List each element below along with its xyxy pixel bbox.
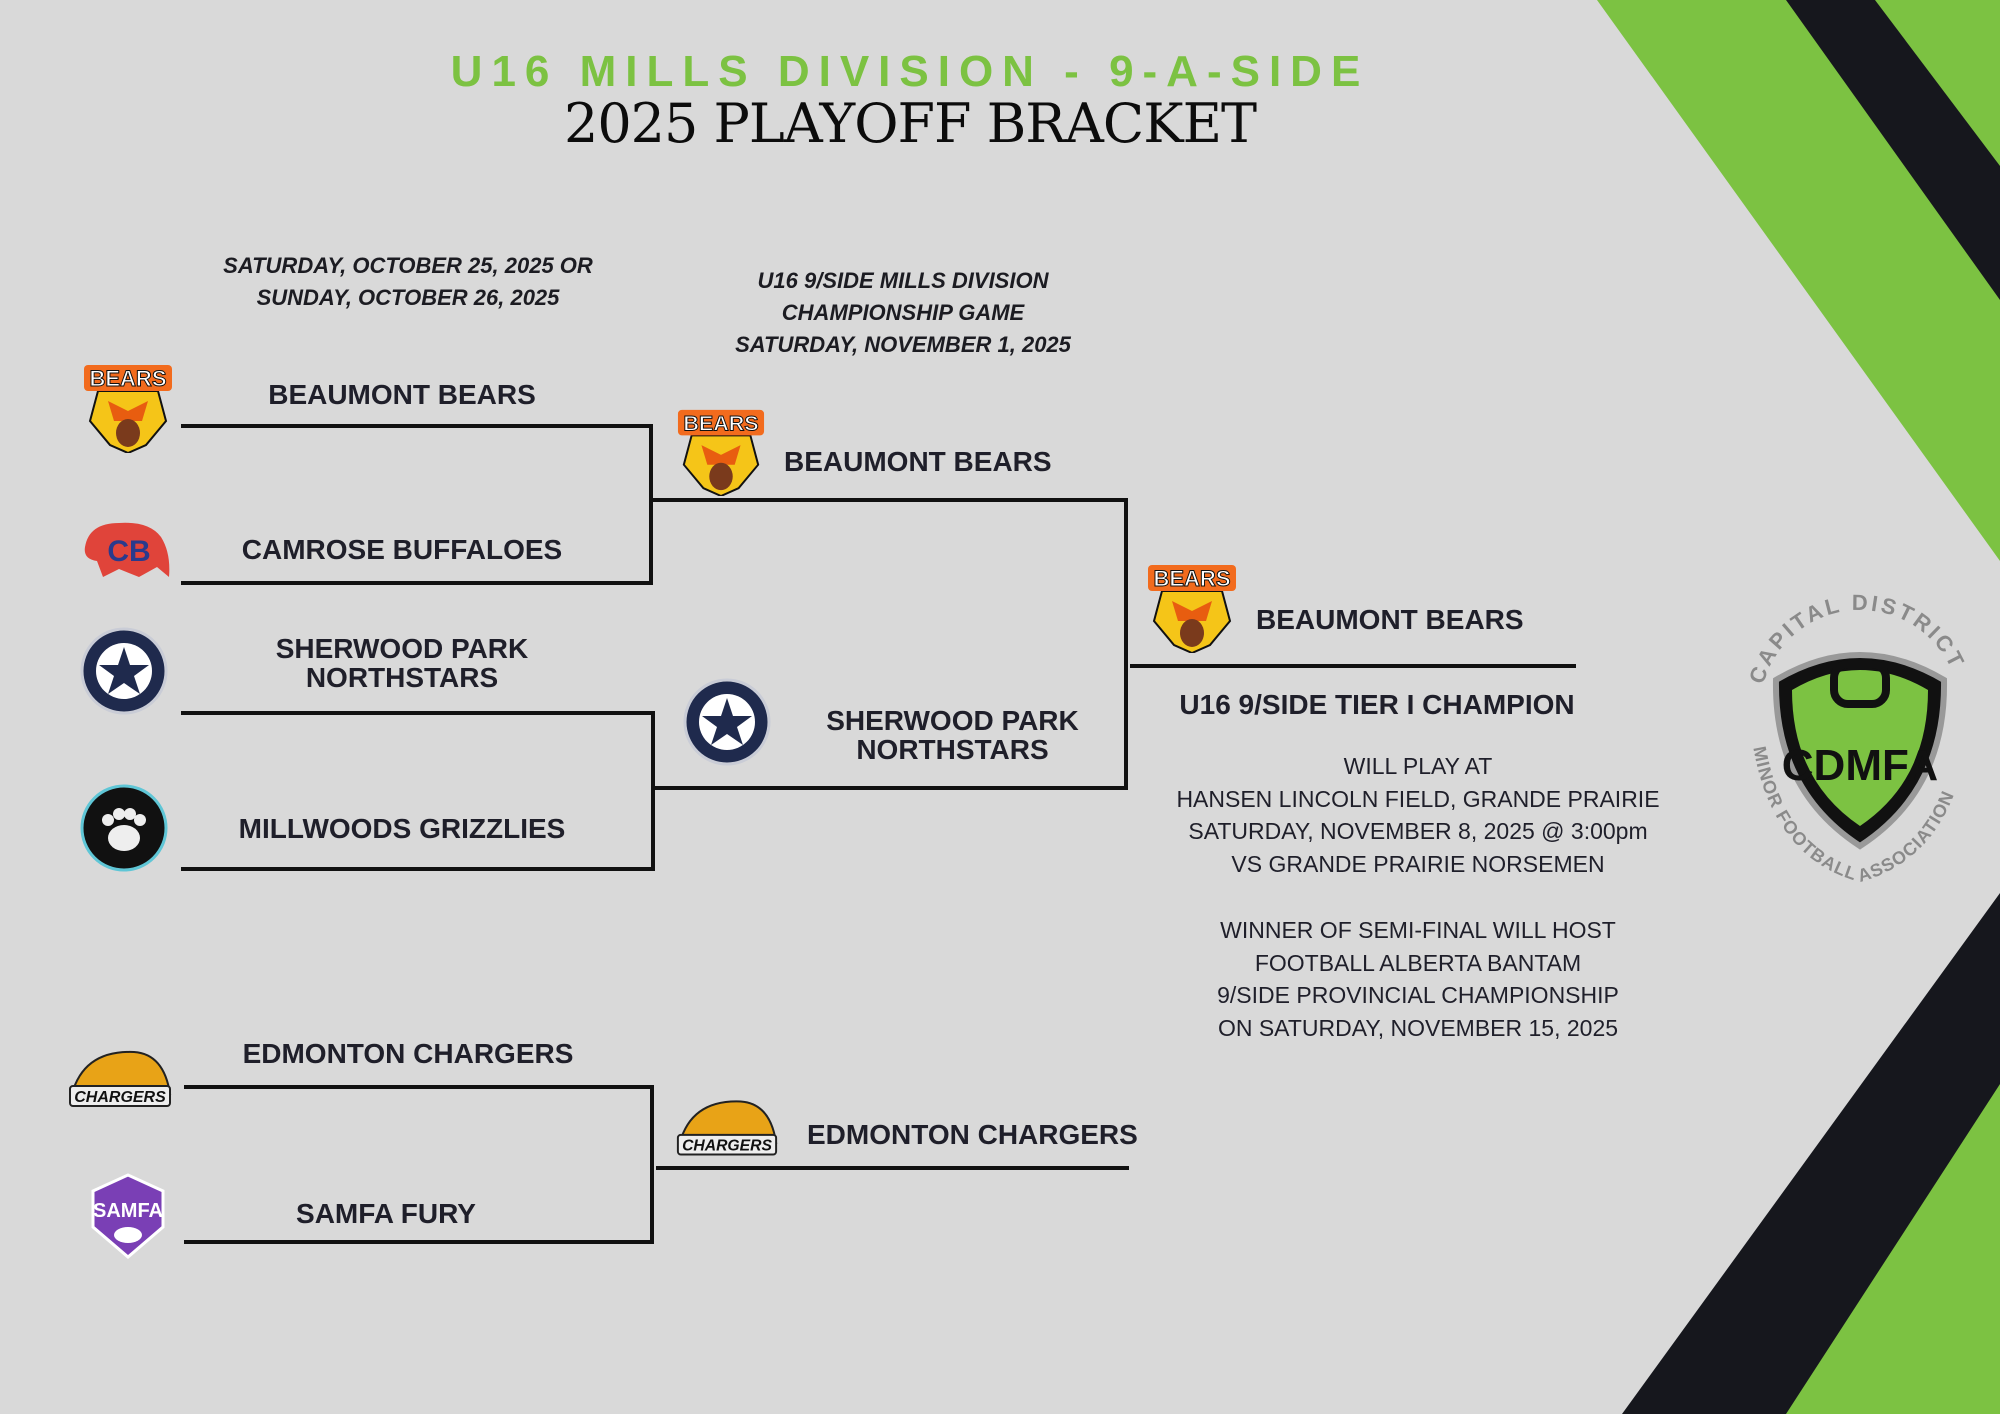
- team-samfa-fury: SAMFA FURY: [296, 1198, 476, 1229]
- round2-team-beaumont-bears: BEAUMONT BEARS: [784, 446, 1052, 477]
- bracket-line: [656, 1166, 1129, 1170]
- round2-header-line: CHAMPIONSHIP GAME: [781, 300, 1025, 325]
- cdmfa-logo: CAPITAL DISTRICT MINOR FOOTBALL ASSOCIAT…: [1744, 590, 1967, 886]
- division-title: U16 MILLS DIVISION - 9-A-SIDE: [450, 47, 1370, 96]
- svg-text:BEARS: BEARS: [1153, 566, 1230, 591]
- bracket-line: [650, 1085, 654, 1244]
- round2-header-line: U16 9/SIDE MILLS DIVISION: [757, 268, 1049, 293]
- info-line: HANSEN LINCOLN FIELD, GRANDE PRAIRIE: [1176, 785, 1660, 812]
- team-millwoods-grizzlies: MILLWOODS GRIZZLIES: [238, 813, 566, 844]
- round2-header-line: SATURDAY, NOVEMBER 1, 2025: [735, 332, 1071, 357]
- svg-text:SAMFA: SAMFA: [93, 1200, 163, 1222]
- svg-text:CHARGERS: CHARGERS: [74, 1089, 166, 1106]
- final-team-beaumont-bears: BEAUMONT BEARS: [1256, 604, 1524, 635]
- round1-date: SATURDAY, OCTOBER 25, 2025 OR SUNDAY, OC…: [168, 250, 648, 314]
- bracket-line: [649, 424, 653, 585]
- northstars-logo: [80, 627, 168, 715]
- round2-edmonton-chargers-logo: CHARGERS: [676, 1100, 778, 1156]
- bracket-line: [181, 424, 653, 428]
- bracket-line: [655, 786, 1128, 790]
- svg-text:CHARGERS: CHARGERS: [682, 1138, 772, 1155]
- bracket-line: [181, 867, 655, 871]
- svg-text:BEARS: BEARS: [89, 366, 166, 391]
- bracket-line: [651, 711, 655, 871]
- team-sherwood-park-northstars: SHERWOOD PARK NORTHSTARS: [202, 634, 602, 692]
- team-camrose-buffaloes: CAMROSE BUFFALOES: [241, 534, 563, 565]
- info-line: WINNER OF SEMI-FINAL WILL HOST: [1220, 917, 1616, 943]
- team-edmonton-chargers: EDMONTON CHARGERS: [242, 1038, 574, 1069]
- info-line: ON SATURDAY, NOVEMBER 15, 2025: [1217, 1014, 1619, 1041]
- bracket-line: [653, 498, 1128, 502]
- beaumont-bears-logo: BEARS: [84, 365, 172, 453]
- champion-label: U16 9/SIDE TIER I CHAMPION: [1179, 689, 1575, 720]
- final-beaumont-bears-logo: BEARS: [1148, 565, 1236, 653]
- final-game-info: WILL PLAY AT HANSEN LINCOLN FIELD, GRAND…: [1140, 750, 1696, 880]
- camrose-buffaloes-logo: CB: [84, 522, 170, 577]
- millwoods-grizzlies-logo: [80, 784, 168, 872]
- round2-team-sherwood-park-northstars: SHERWOOD PARK NORTHSTARS: [785, 706, 1120, 764]
- info-line: VS GRANDE PRAIRIE NORSEMEN: [1231, 850, 1605, 877]
- team-name-line: SHERWOOD PARK: [826, 705, 1079, 736]
- bracket-line: [181, 581, 653, 585]
- info-line: SATURDAY, NOVEMBER 8, 2025 @ 3:00pm: [1188, 818, 1648, 844]
- round1-date-line: SATURDAY, OCTOBER 25, 2025 OR: [223, 253, 593, 278]
- bracket-title: 2025 PLAYOFF BRACKET: [563, 92, 1257, 155]
- svg-text:CDMFA: CDMFA: [1782, 741, 1938, 790]
- info-line: WILL PLAY AT: [1343, 753, 1493, 779]
- info-line: 9/SIDE PROVINCIAL CHAMPIONSHIP: [1217, 982, 1619, 1008]
- bracket-line: [1130, 664, 1576, 668]
- svg-text:BEARS: BEARS: [683, 411, 758, 435]
- svg-text:CB: CB: [107, 535, 150, 568]
- team-name-line: NORTHSTARS: [856, 734, 1049, 765]
- round1-date-line: SUNDAY, OCTOBER 26, 2025: [256, 285, 560, 310]
- bracket-line: [184, 1240, 654, 1244]
- team-name-line: NORTHSTARS: [305, 662, 499, 693]
- samfa-fury-logo: SAMFA: [91, 1173, 165, 1259]
- team-name-line: SHERWOOD PARK: [275, 633, 529, 664]
- round2-header: U16 9/SIDE MILLS DIVISION CHAMPIONSHIP G…: [668, 265, 1138, 361]
- team-beaumont-bears: BEAUMONT BEARS: [268, 379, 536, 410]
- bracket-line: [184, 1085, 654, 1089]
- round2-northstars-logo: [683, 678, 771, 766]
- info-line: FOOTBALL ALBERTA BANTAM: [1254, 949, 1582, 976]
- edmonton-chargers-logo: CHARGERS: [69, 1050, 172, 1107]
- bracket-line: [181, 711, 655, 715]
- round2-beaumont-bears-logo: BEARS: [677, 409, 765, 496]
- round2-team-edmonton-chargers: EDMONTON CHARGERS: [807, 1119, 1138, 1150]
- bracket-line: [1124, 498, 1128, 790]
- provincial-host-info: WINNER OF SEMI-FINAL WILL HOST FOOTBALL …: [1140, 914, 1696, 1044]
